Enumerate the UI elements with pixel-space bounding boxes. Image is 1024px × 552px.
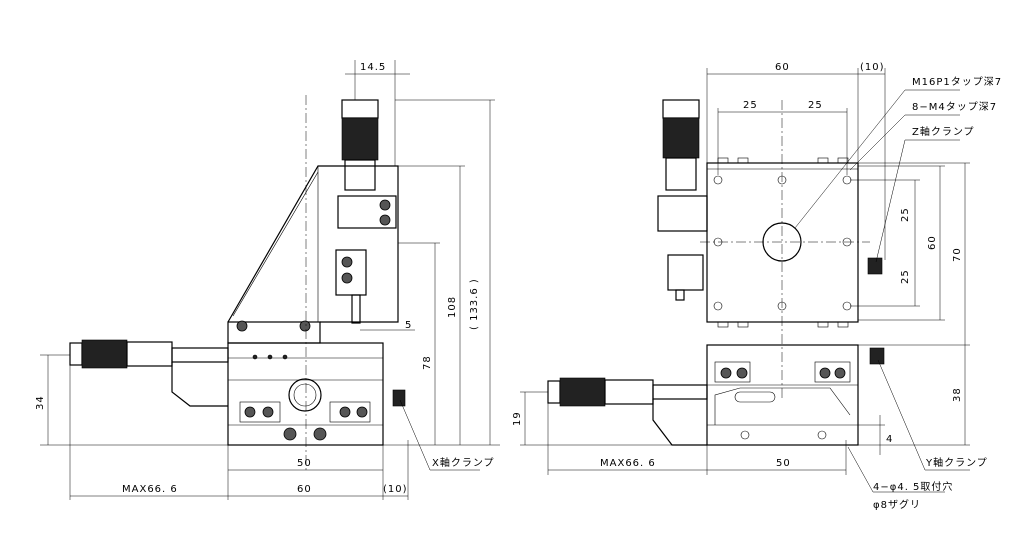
dim-y-height: 78	[422, 355, 433, 370]
center-bore	[288, 378, 322, 412]
side-view: 60 (10) 25 25 25 25 60 70 38 4 19 MAX66.…	[512, 62, 1002, 511]
y-micrometer	[547, 380, 561, 404]
dim-side-micrometer-height: 19	[512, 411, 523, 426]
dim-pitch-left: 25	[743, 100, 758, 111]
z-stage-plate	[706, 162, 859, 323]
z-clamp-knob	[867, 257, 883, 275]
dim-micrometer-offset: 14.5	[360, 62, 386, 73]
dim-side-travel-max: MAX66. 6	[600, 458, 656, 469]
dim-base-height: 38	[952, 387, 963, 402]
dim-v-pitch-bottom: 25	[900, 269, 911, 284]
label-x-clamp: X軸クランプ	[432, 456, 495, 469]
dim-v-pitch-total: 60	[927, 235, 938, 250]
y-clamp-knob	[869, 347, 885, 365]
dim-side-hole-pitch: 50	[776, 458, 791, 469]
dim-pitch-right: 25	[808, 100, 823, 111]
dim-width: 60	[297, 484, 312, 495]
x-clamp-knob	[392, 389, 406, 407]
dim-v-pitch-top: 25	[900, 207, 911, 222]
x-micrometer	[69, 342, 83, 366]
dim-gap: 5	[405, 320, 412, 331]
dim-hole-pitch: 50	[297, 458, 312, 469]
label-counterbore: φ8ザグリ	[873, 498, 921, 511]
dim-clamp-offset: (10)	[383, 484, 408, 495]
dim-total-height: ( 133.6 )	[469, 278, 480, 330]
label-mount-holes: 4−φ4. 5取付穴	[873, 480, 953, 493]
dim-z-height: 108	[447, 296, 458, 318]
z-micrometer	[341, 99, 379, 119]
label-center-tap: M16P1タップ深7	[912, 76, 1002, 88]
dim-travel-max: MAX66. 6	[122, 484, 178, 495]
dim-base-gap: 4	[886, 434, 893, 445]
front-view: 14.5 ( 133.6 ) 108 78 5 34 50 MAX66. 6 6…	[35, 60, 500, 500]
dim-side-width: 60	[775, 62, 790, 73]
dim-stage-height: 70	[952, 247, 963, 262]
z-micrometer-side	[662, 99, 700, 119]
dim-micrometer-height: 34	[35, 395, 46, 410]
label-y-clamp: Y軸クランプ	[925, 456, 988, 469]
dim-side-clamp-offset: (10)	[860, 62, 885, 73]
label-z-clamp: Z軸クランプ	[912, 125, 975, 138]
label-m4-tap: 8−M4タップ深7	[912, 101, 997, 113]
